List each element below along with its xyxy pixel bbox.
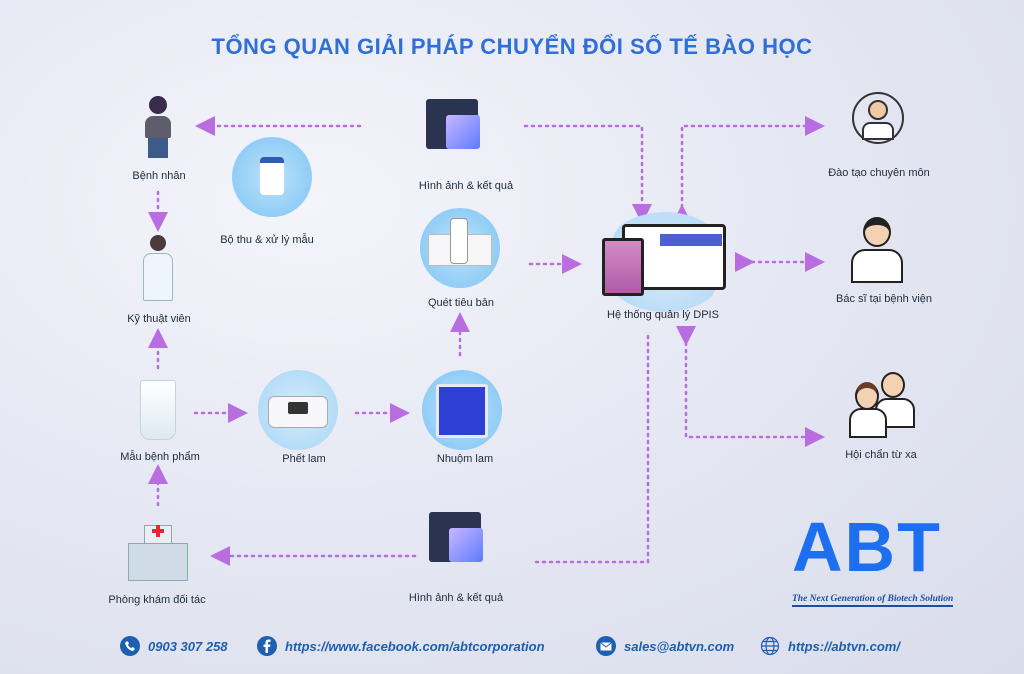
label-training: Đào tạo chuyên môn bbox=[828, 167, 930, 179]
logo-tagline: The Next Generation of Biotech Solution bbox=[792, 593, 954, 607]
label-teleconsult: Hội chẩn từ xa bbox=[845, 449, 917, 461]
smear-machine-icon bbox=[258, 370, 338, 450]
abt-logo: ABT The Next Generation of Biotech Solut… bbox=[792, 506, 954, 607]
doctor-icon bbox=[849, 215, 905, 285]
teleconsult-doctors-icon bbox=[849, 372, 919, 438]
dpis-devices-icon bbox=[600, 212, 730, 312]
footer-contacts: 0903 307 258 https://www.facebook.com/ab… bbox=[0, 636, 1024, 658]
technician-icon bbox=[140, 235, 176, 305]
label-results-top: Hình ảnh & kết quả bbox=[418, 180, 514, 192]
patient-icon bbox=[143, 96, 173, 160]
label-technician: Kỹ thuật viên bbox=[127, 313, 191, 325]
label-scan: Quét tiêu bản bbox=[427, 297, 495, 309]
mail-icon bbox=[596, 636, 616, 656]
results-screen-icon-bottom bbox=[423, 508, 493, 578]
footer-facebook[interactable]: https://www.facebook.com/abtcorporation bbox=[257, 636, 545, 656]
phone-icon bbox=[120, 636, 140, 656]
facebook-icon bbox=[257, 636, 277, 656]
label-hospital-doctor: Bác sĩ tại bệnh viện bbox=[835, 293, 933, 305]
phone-text: 0903 307 258 bbox=[148, 638, 228, 654]
training-network-icon bbox=[846, 86, 910, 150]
stain-machine-icon bbox=[422, 370, 502, 450]
page-title: TỔNG QUAN GIẢI PHÁP CHUYỂN ĐỔI SỐ TẾ BÀO… bbox=[211, 34, 813, 59]
footer-phone[interactable]: 0903 307 258 bbox=[120, 636, 228, 656]
label-smear: Phết lam bbox=[282, 453, 326, 465]
label-specimen: Mẫu bệnh phẩm bbox=[120, 451, 200, 463]
label-partner-clinic: Phòng khám đối tác bbox=[108, 594, 206, 606]
specimen-cup-icon bbox=[140, 380, 176, 440]
arrow-dpis-teleconsult bbox=[676, 326, 825, 447]
footer-website[interactable]: https://abtvn.com/ bbox=[760, 636, 900, 656]
label-patient: Bệnh nhân bbox=[132, 170, 186, 182]
facebook-link[interactable]: https://www.facebook.com/abtcorporation bbox=[285, 638, 545, 654]
email-link[interactable]: sales@abtvn.com bbox=[624, 638, 735, 654]
results-screen-icon bbox=[420, 95, 490, 165]
scanner-icon bbox=[420, 208, 500, 288]
label-dpis: Hệ thống quản lý DPIS bbox=[607, 309, 719, 321]
logo-text: ABT bbox=[792, 508, 942, 586]
label-results-bottom: Hình ảnh & kết quả bbox=[408, 592, 504, 604]
globe-icon bbox=[760, 636, 780, 656]
website-link[interactable]: https://abtvn.com/ bbox=[788, 638, 900, 654]
arrow-dpis-to-results-bottom bbox=[530, 334, 650, 564]
footer-email[interactable]: sales@abtvn.com bbox=[596, 636, 734, 656]
label-sample-kit: Bộ thu & xử lý mẫu bbox=[220, 234, 314, 246]
hospital-icon bbox=[128, 525, 188, 581]
label-stain: Nhuộm lam bbox=[436, 453, 494, 465]
arrow-dpis-training bbox=[672, 116, 825, 224]
sample-kit-icon bbox=[232, 137, 312, 217]
arrow-results-to-dpis bbox=[523, 124, 652, 224]
